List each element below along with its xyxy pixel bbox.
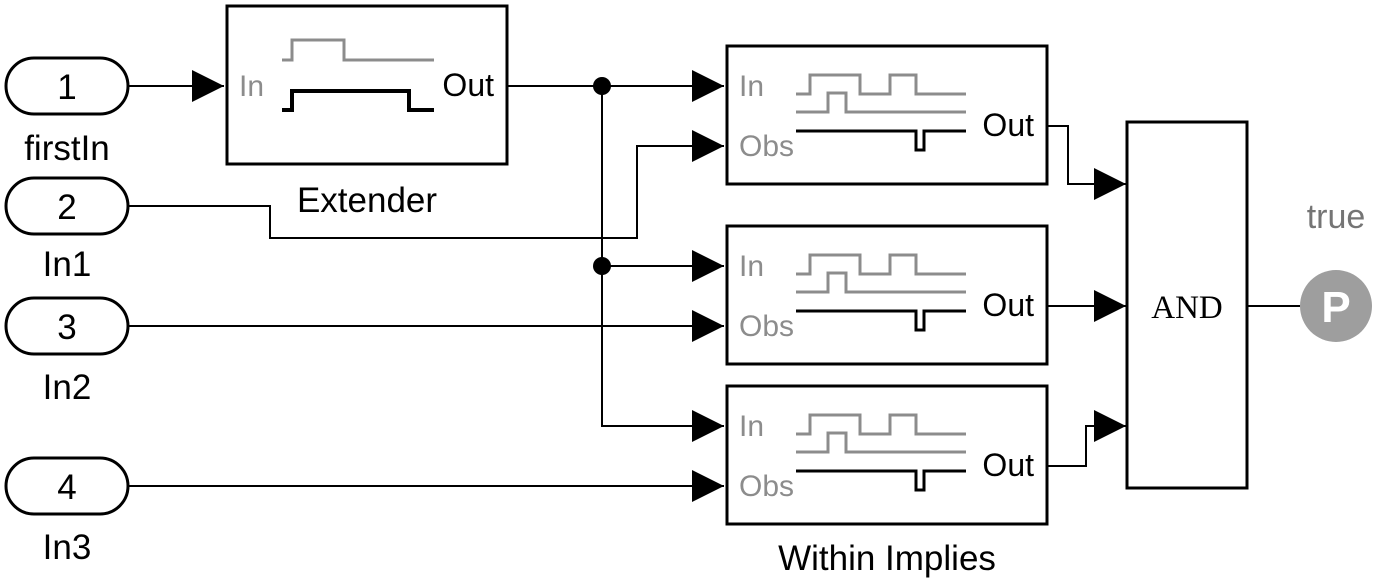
extended-pulse-waveform-icon (282, 89, 434, 112)
inport-name: In3 (43, 528, 92, 567)
window-waveform-icon (796, 73, 966, 96)
inport-shape (4, 176, 130, 236)
output-name: true (1307, 198, 1366, 236)
within-implies-out-label: Out (982, 107, 1034, 143)
within-implies-out-label: Out (982, 447, 1034, 483)
inport-name: In1 (43, 245, 92, 284)
inport-shape (4, 296, 130, 356)
result-waveform-icon (796, 469, 966, 492)
within-implies-name: Within Implies (778, 539, 996, 578)
wire-wi1-and (1048, 125, 1126, 200)
trigger-waveform-icon (796, 91, 966, 114)
extender-frame (225, 4, 509, 166)
inport-number: 1 (57, 68, 76, 107)
pulse-waveform-icon (282, 38, 434, 62)
extender-in-port-label: In (239, 70, 264, 103)
assertion-output[interactable]: true P (1300, 198, 1372, 342)
within-implies-in-label: In (739, 410, 764, 443)
wire-branch-trunk (601, 86, 724, 442)
inport-4[interactable]: 4 In3 (4, 456, 130, 567)
trigger-waveform-icon (796, 271, 966, 294)
inport-number: 4 (57, 468, 76, 507)
within-implies-out-label: Out (982, 287, 1034, 323)
extender-name: Extender (297, 181, 437, 220)
and-frame (1125, 120, 1249, 490)
inport-2[interactable]: 2 In1 (4, 176, 130, 284)
within-implies-in-label: In (739, 250, 764, 283)
inport-name: firstIn (24, 129, 110, 168)
within-implies-obs-label: Obs (739, 130, 794, 163)
and-label: AND (1151, 290, 1223, 326)
extender-block[interactable]: In Out (225, 4, 509, 166)
within-implies-block-2[interactable]: In Obs Out (725, 224, 1049, 366)
within-implies-obs-label: Obs (739, 310, 794, 343)
property-symbol: P (1321, 283, 1350, 332)
within-implies-block-3[interactable]: In Obs Out (725, 384, 1049, 526)
trigger-waveform-icon (796, 431, 966, 454)
wire-wi3-and (1048, 410, 1126, 467)
and-block[interactable]: AND (1125, 120, 1249, 490)
inport-number: 3 (57, 308, 76, 347)
inport-3[interactable]: 3 In2 (4, 296, 130, 407)
inport-name: In2 (43, 368, 92, 407)
within-implies-in-label: In (739, 70, 764, 103)
within-implies-block-1[interactable]: In Obs Out (725, 44, 1049, 186)
result-waveform-icon (796, 309, 966, 332)
result-waveform-icon (796, 129, 966, 152)
junction-dot (593, 257, 611, 275)
within-implies-obs-label: Obs (739, 470, 794, 503)
within-implies-frame (725, 384, 1049, 526)
window-waveform-icon (796, 253, 966, 276)
wire-in2-wi1-obs (128, 130, 724, 239)
inport-1[interactable]: 1 firstIn (4, 56, 130, 168)
within-implies-frame (725, 44, 1049, 186)
property-icon (1300, 270, 1372, 342)
extender-out-port-label: Out (442, 67, 494, 103)
window-waveform-icon (796, 413, 966, 436)
wires (128, 70, 1300, 502)
inport-number: 2 (57, 188, 76, 227)
junction-dot (593, 77, 611, 95)
inport-shape (4, 56, 130, 116)
inport-shape (4, 456, 130, 516)
within-implies-frame (725, 224, 1049, 366)
